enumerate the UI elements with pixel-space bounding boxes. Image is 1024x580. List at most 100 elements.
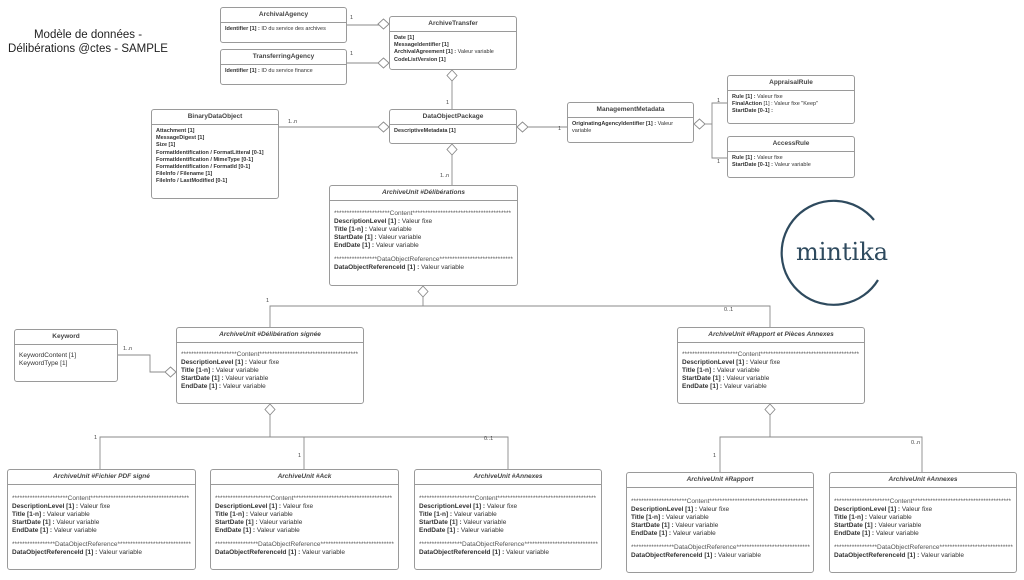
association-line bbox=[770, 436, 923, 472]
archive-unit-annexes-1-box[interactable]: ArchiveUnit #Annexes *******************… bbox=[414, 469, 602, 570]
archive-unit-annexes-2-header: ArchiveUnit #Annexes bbox=[830, 473, 1016, 488]
attr-line: DataObjectReferenceId [1] : Valeur varia… bbox=[419, 549, 549, 556]
multiplicity-label: 1 bbox=[298, 453, 302, 459]
doref-separator: *****************DataObjectReference****… bbox=[419, 541, 598, 548]
attr-line: DescriptionLevel [1] : Valeur fixe bbox=[12, 503, 111, 510]
aggregation-diamond bbox=[446, 69, 458, 82]
binary-data-object-attrs: Attachment [1]MessageDigest [1]Size [1]F… bbox=[152, 125, 278, 189]
attr-line: OriginatingAgencyIdentifier [1] : Valeur bbox=[572, 121, 674, 127]
archival-agency-box[interactable]: ArchivalAgency Identifier [1] : ID du se… bbox=[220, 7, 347, 43]
aggregation-diamond bbox=[164, 366, 177, 378]
association-line bbox=[99, 415, 271, 469]
multiplicity-label: 1 bbox=[350, 51, 354, 57]
multiplicity-label: 1 bbox=[94, 435, 98, 441]
attr-line: EndDate [1] : Valeur variable bbox=[682, 383, 767, 390]
attr-line: variable bbox=[572, 128, 592, 135]
management-metadata-box[interactable]: ManagementMetadata OriginatingAgencyIden… bbox=[567, 102, 694, 143]
aggregation-diamond bbox=[417, 285, 429, 298]
attr-line: DataObjectReferenceId [1] : Valeur varia… bbox=[215, 549, 345, 556]
archive-unit-annexes-2-box[interactable]: ArchiveUnit #Annexes *******************… bbox=[829, 472, 1017, 573]
archive-transfer-header: ArchiveTransfer bbox=[390, 17, 516, 32]
archive-unit-annexes-2-attrs: **********************Content***********… bbox=[830, 488, 1016, 563]
attr-line: DescriptionLevel [1] : Valeur fixe bbox=[215, 503, 314, 510]
multiplicity-label: 1 bbox=[266, 298, 270, 304]
attr-line: EndDate [1] : Valeur variable bbox=[181, 383, 266, 390]
attr-line: ArchivalAgreement [1] : Valeur variable bbox=[394, 49, 494, 56]
transferring-agency-header: TransferringAgency bbox=[221, 50, 346, 65]
attr-line: FormatIdentification / FormatLitteral [0… bbox=[156, 149, 264, 156]
association-line bbox=[269, 297, 424, 327]
archive-transfer-attrs: Date [1]MessageIdentifier [1]ArchivalAgr… bbox=[390, 32, 516, 67]
attr-line: DataObjectReferenceId [1] : Valeur varia… bbox=[631, 552, 761, 559]
archive-unit-rapport-attrs: **********************Content***********… bbox=[627, 488, 813, 563]
multiplicity-label: 1..n bbox=[288, 119, 298, 125]
association-line bbox=[347, 24, 381, 26]
attr-line: Size [1] bbox=[156, 142, 176, 149]
attr-line: StartDate [0-1] : Valeur variable bbox=[732, 162, 811, 169]
attr-line: DescriptionLevel [1] : Valeur fixe bbox=[419, 503, 518, 510]
multiplicity-label: 1..n bbox=[440, 173, 450, 179]
doref-separator: *****************DataObjectReference****… bbox=[834, 544, 1013, 551]
binary-data-object-box[interactable]: BinaryDataObject Attachment [1]MessageDi… bbox=[151, 109, 279, 199]
archive-unit-deliberations-box[interactable]: ArchiveUnit #Délibérations *************… bbox=[329, 185, 518, 286]
aggregation-diamond bbox=[377, 57, 390, 69]
aggregation-diamond bbox=[693, 118, 706, 130]
attr-line: StartDate [1] : Valeur variable bbox=[631, 522, 719, 529]
doref-separator: *****************DataObjectReference****… bbox=[631, 544, 810, 551]
archive-unit-deliberation-signee-header: ArchiveUnit #Délibération signée bbox=[177, 328, 363, 343]
attr-line: StartDate [1] : Valeur variable bbox=[834, 522, 922, 529]
diagram-title: Modèle de données - Délibérations @ctes … bbox=[8, 28, 168, 56]
archive-transfer-box[interactable]: ArchiveTransfer Date [1]MessageIdentifie… bbox=[389, 16, 517, 70]
archive-unit-rapport-annexes-box[interactable]: ArchiveUnit #Rapport et Pièces Annexes *… bbox=[677, 327, 865, 404]
archive-unit-deliberations-attrs: **********************Content***********… bbox=[330, 201, 517, 275]
attr-line: DescriptionLevel [1] : Valeur fixe bbox=[682, 359, 781, 366]
archive-unit-annexes-1-header: ArchiveUnit #Annexes bbox=[415, 470, 601, 485]
logo-ring bbox=[780, 199, 879, 306]
attr-line: Title [1-n] : Valeur variable bbox=[419, 511, 497, 518]
archive-unit-rapport-box[interactable]: ArchiveUnit #Rapport *******************… bbox=[626, 472, 814, 573]
attr-line: StartDate [1] : Valeur variable bbox=[215, 519, 303, 526]
attr-line: StartDate [1] : Valeur variable bbox=[682, 375, 770, 382]
data-object-package-box[interactable]: DataObjectPackage DescriptiveMetadata [1… bbox=[389, 109, 517, 144]
content-separator: **********************Content***********… bbox=[834, 498, 1012, 505]
multiplicity-label: 1 bbox=[558, 126, 562, 132]
content-separator: **********************Content***********… bbox=[631, 498, 809, 505]
aggregation-diamond bbox=[446, 143, 458, 156]
archive-unit-ack-box[interactable]: ArchiveUnit #Ack **********************C… bbox=[210, 469, 399, 570]
multiplicity-label: 1 bbox=[717, 98, 721, 104]
diagram-title-line-2: Délibérations @ctes - SAMPLE bbox=[8, 43, 168, 55]
aggregation-diamond bbox=[377, 18, 390, 30]
management-metadata-attrs: OriginatingAgencyIdentifier [1] : Valeur… bbox=[568, 118, 693, 138]
keyword-attrs: KeywordContent [1]KeywordType [1] bbox=[15, 345, 117, 371]
multiplicity-label: 1 bbox=[350, 15, 354, 21]
access-rule-header: AccessRule bbox=[728, 137, 854, 152]
content-separator: **********************Content***********… bbox=[682, 351, 860, 358]
archive-unit-rapport-annexes-header: ArchiveUnit #Rapport et Pièces Annexes bbox=[678, 328, 864, 343]
attr-line: StartDate [0-1] : bbox=[732, 108, 773, 115]
keyword-box[interactable]: Keyword KeywordContent [1]KeywordType [1… bbox=[14, 329, 118, 382]
management-metadata-header: ManagementMetadata bbox=[568, 103, 693, 118]
archive-unit-fichier-pdf-attrs: **********************Content***********… bbox=[8, 485, 195, 560]
archive-unit-fichier-pdf-box[interactable]: ArchiveUnit #Fichier PDF signé *********… bbox=[7, 469, 196, 570]
content-separator: **********************Content***********… bbox=[181, 351, 359, 358]
attr-line: Title [1-n] : Valeur variable bbox=[834, 514, 912, 521]
multiplicity-label: 1 bbox=[713, 453, 717, 459]
aggregation-diamond bbox=[377, 121, 390, 133]
doref-separator: *****************DataObjectReference****… bbox=[334, 256, 513, 263]
attr-line: Identifier [1] : ID du service des archi… bbox=[225, 26, 326, 32]
doref-separator: *****************DataObjectReference****… bbox=[215, 541, 394, 548]
multiplicity-label: 0..n bbox=[911, 440, 921, 446]
attr-line: KeywordContent [1] bbox=[19, 352, 77, 359]
transferring-agency-box[interactable]: TransferringAgency Identifier [1] : ID d… bbox=[220, 49, 347, 85]
attr-line: DescriptiveMetadata [1] bbox=[394, 128, 456, 134]
attr-line: FormatIdentification / MimeType [0-1] bbox=[156, 156, 254, 163]
attr-line: Title [1-n] : Valeur variable bbox=[631, 514, 709, 521]
archive-unit-deliberation-signee-box[interactable]: ArchiveUnit #Délibération signée *******… bbox=[176, 327, 364, 404]
archive-unit-rapport-annexes-attrs: **********************Content***********… bbox=[678, 343, 864, 394]
attr-line: DescriptionLevel [1] : Valeur fixe bbox=[181, 359, 280, 366]
attr-line: DescriptionLevel [1] : Valeur fixe bbox=[334, 218, 433, 225]
attr-line: EndDate [1] : Valeur variable bbox=[334, 242, 419, 249]
attr-line: FileInfo / Filename [1] bbox=[156, 171, 213, 178]
